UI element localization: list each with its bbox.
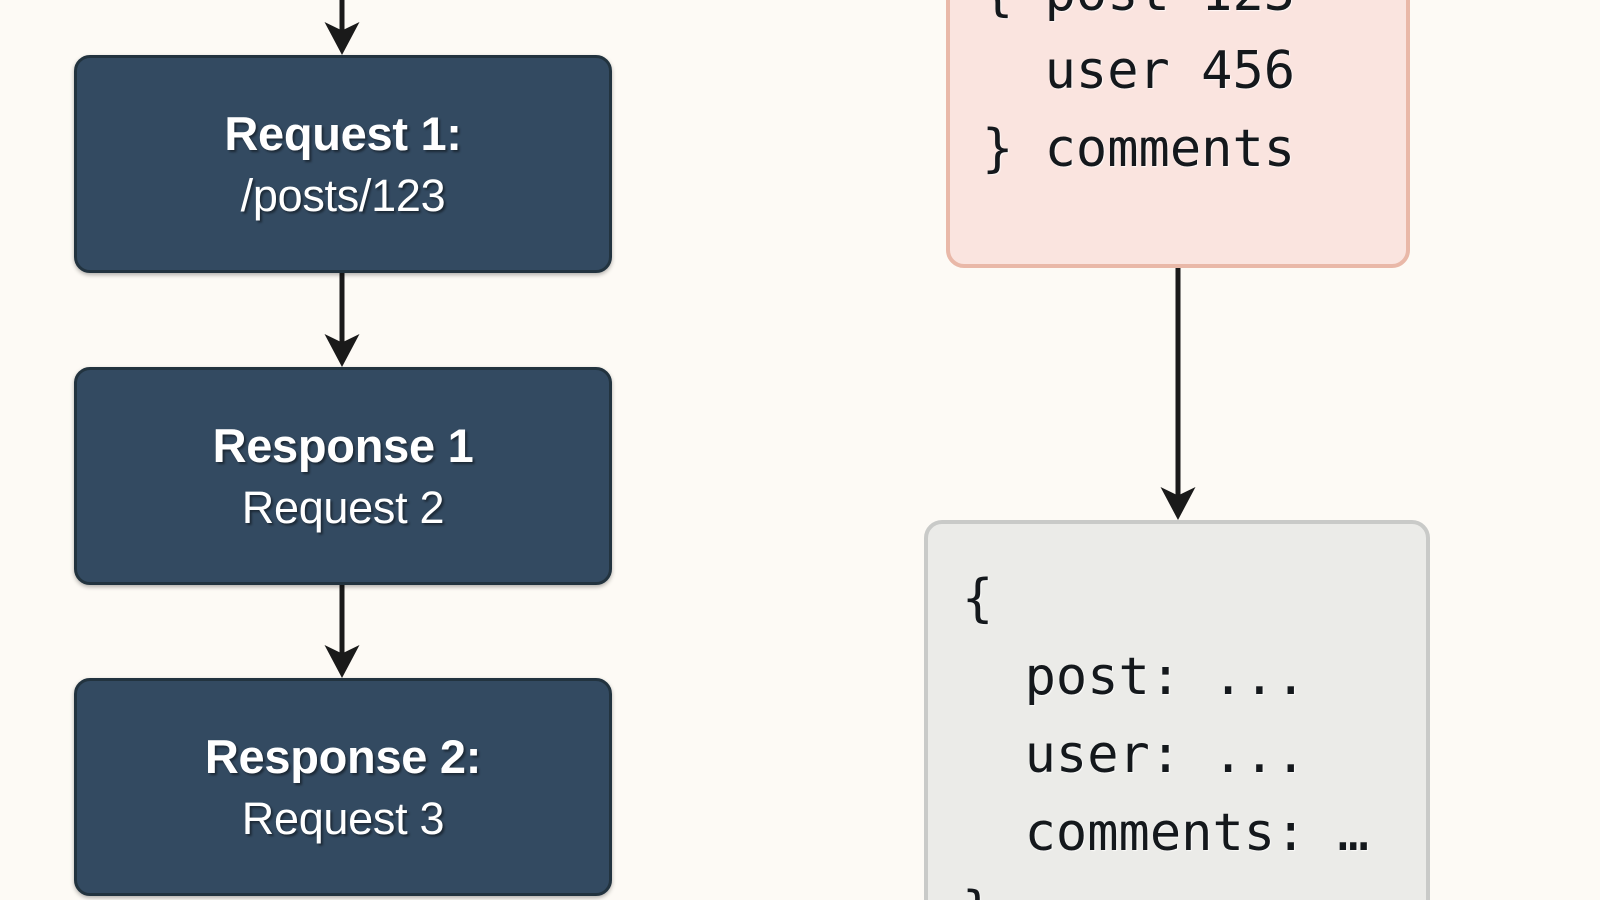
code-line: comments: … <box>962 803 1369 863</box>
code-line: post: ... <box>962 647 1307 707</box>
code-line: } <box>962 872 1426 900</box>
request-payload-panel[interactable]: { post 123 user 456 } comments <box>946 0 1410 268</box>
flow-node-secondary-label: Request 3 <box>241 792 445 844</box>
code-line: user 456 <box>982 41 1296 101</box>
code-line: { post 123 <box>982 0 1406 32</box>
flow-node-primary-label: Response 1 <box>212 418 474 472</box>
flow-node-request-1[interactable]: Request 1: /posts/123 <box>74 55 612 273</box>
code-line: } comments <box>982 119 1296 179</box>
flow-node-response-2[interactable]: Response 2: Request 3 <box>74 678 612 896</box>
flow-node-primary-label: Response 2: <box>204 729 482 783</box>
flow-node-primary-label: Request 1: <box>224 106 462 160</box>
flow-node-secondary-label: Request 2 <box>241 481 445 533</box>
code-line: user: ... <box>962 725 1307 785</box>
flow-node-response-1[interactable]: Response 1 Request 2 <box>74 367 612 585</box>
code-line: { <box>962 569 994 629</box>
flow-node-secondary-label: /posts/123 <box>240 169 446 221</box>
response-payload-panel[interactable]: { post: ... user: ... comments: … } <box>924 520 1430 900</box>
